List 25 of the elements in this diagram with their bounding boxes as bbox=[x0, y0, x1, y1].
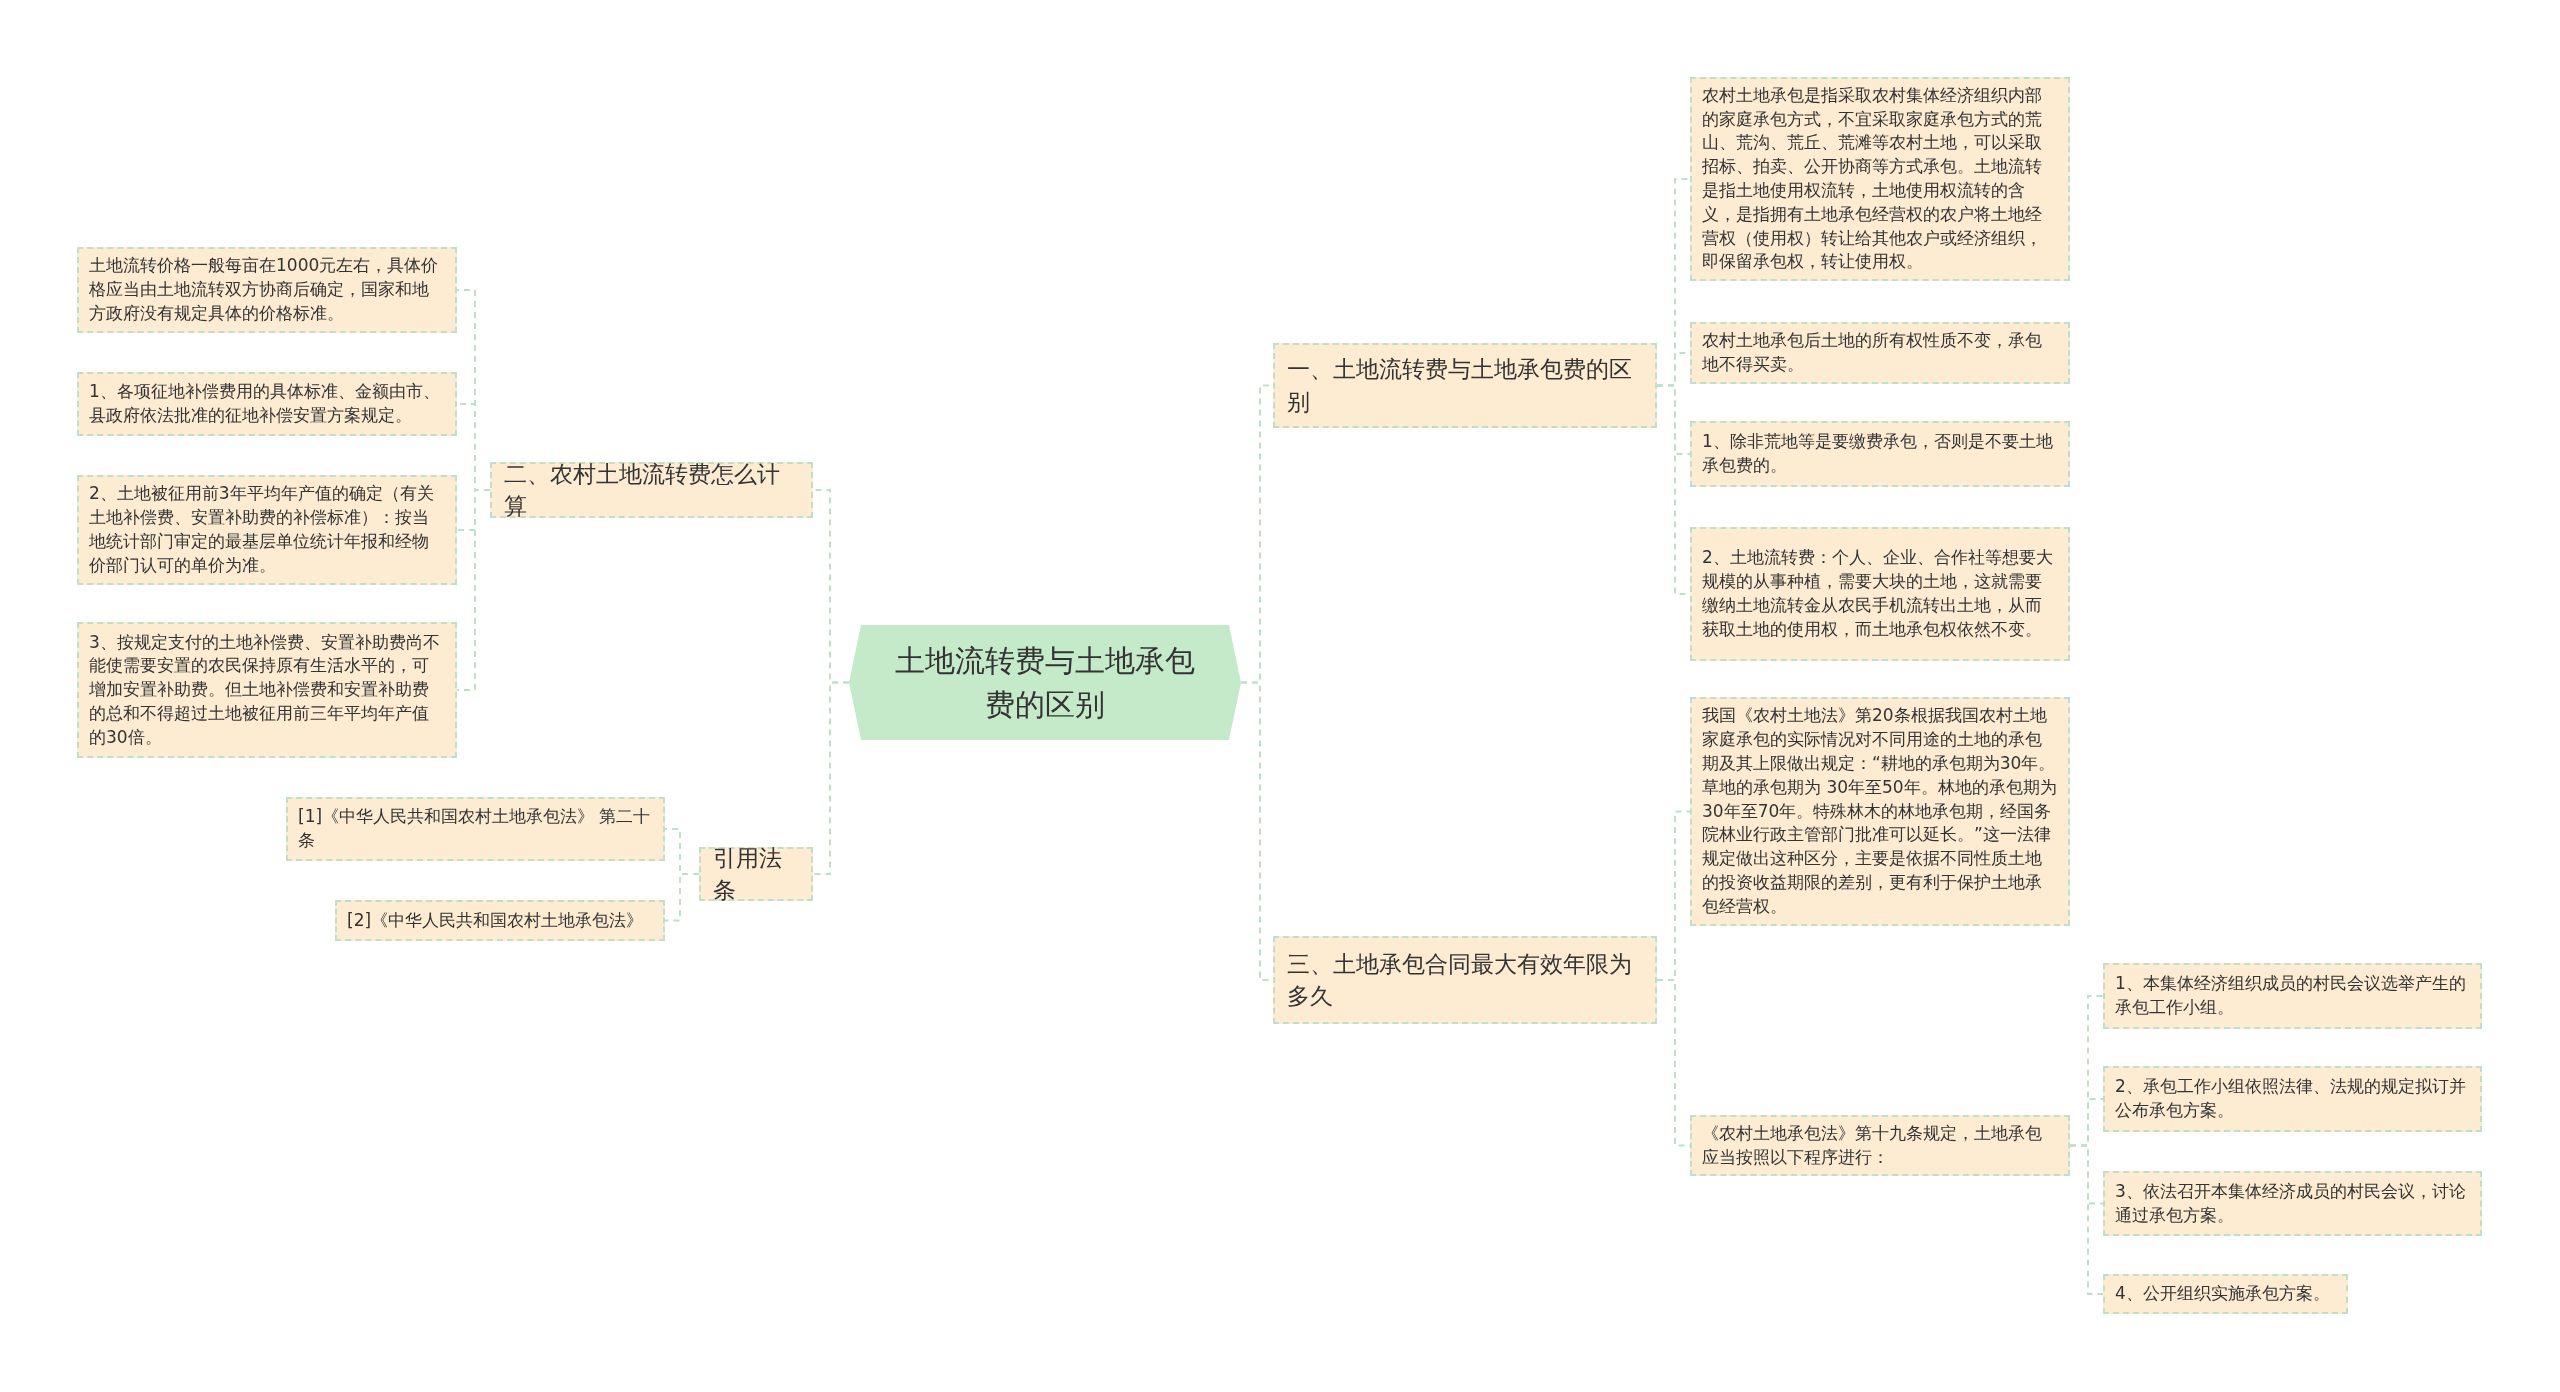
note-box: 农村土地承包是指采取农村集体经济组织内部的家庭承包方式，不宜采取家庭承包方式的荒山、荒沟、荒丘、荒滩等农村土地，可以采取招标、拍卖、公开协商等方式承包。土地流转是指土地使用权流转，土地使用权流转的含义，是指拥有土地承包经营权的农户将土地经营权（使用权）转让给其他农户或经济组织，即保留承包权，转让使用权。 bbox=[1690, 77, 2070, 281]
note-box: 3、依法召开本集体经济成员的村民会议，讨论通过承包方案。 bbox=[2103, 1171, 2482, 1236]
note-box: 2、承包工作小组依照法律、法规的规定拟订并公布承包方案。 bbox=[2103, 1066, 2482, 1132]
note-box: 3、按规定支付的土地补偿费、安置补助费尚不能使需要安置的农民保持原有生活水平的，可增加安置补助费。但土地补偿费和安置补助费的总和不得超过土地被征用前三年平均年产值的30倍。 bbox=[77, 622, 457, 758]
topic-box: 一、土地流转费与土地承包费的区别 bbox=[1273, 343, 1657, 428]
topic-box: 三、土地承包合同最大有效年限为多久 bbox=[1273, 936, 1657, 1024]
connector-line bbox=[812, 681, 850, 875]
connector-line bbox=[664, 873, 700, 922]
note-box: 4、公开组织实施承包方案。 bbox=[2103, 1274, 2348, 1314]
note-box: 土地流转价格一般每亩在1000元左右，具体价格应当由土地流转双方协商后确定，国家和地方政府没有规定具体的价格标准。 bbox=[77, 247, 457, 333]
note-box: 农村土地承包后土地的所有权性质不变，承包地不得买卖。 bbox=[1690, 322, 2070, 384]
note-box: 2、土地被征用前3年平均年产值的确定（有关土地补偿费、安置补助费的补偿标准）：按当地统计部门审定的最基层单位统计年报和经物价部门认可的单价为准。 bbox=[77, 475, 457, 585]
note-box: 1、各项征地补偿费用的具体标准、金额由市、县政府依法批准的征地补偿安置方案规定。 bbox=[77, 372, 457, 436]
note-box: 我国《农村土地法》第20条根据我国农村土地家庭承包的实际情况对不同用途的土地的承包期及其上限做出规定：“耕地的承包期为30年。草地的承包期为 30年至50年。林地的承包期为30年至70年。特殊林木的林地承包期，经国务院林业行政主管部门批准可以延长。”这一法律规定做出这种区分，主要是依据不同性质土地的投资收益期限的差别，更有利于保护土地承包经营权。 bbox=[1690, 697, 2070, 926]
connector-line bbox=[456, 489, 491, 691]
central-topic: 土地流转费与土地承包费的区别 bbox=[849, 625, 1241, 740]
note-box: 1、除非荒地等是要缴费承包，否则是不要土地承包费的。 bbox=[1690, 421, 2070, 487]
note-box: 1、本集体经济组织成员的村民会议选举产生的承包工作小组。 bbox=[2103, 963, 2482, 1029]
note-box: [2]《中华人民共和国农村土地承包法》 bbox=[335, 900, 665, 941]
topic-box: 二、农村土地流转费怎么计算 bbox=[490, 462, 813, 518]
topic-box: 引用法条 bbox=[699, 847, 813, 901]
note-box: [1]《中华人民共和国农村土地承包法》 第二十条 bbox=[286, 797, 665, 861]
note-box: 《农村土地承包法》第十九条规定，土地承包应当按照以下程序进行： bbox=[1690, 1115, 2070, 1176]
note-box: 2、土地流转费：个人、企业、合作社等想要大规模的从事种植，需要大块的土地，这就需要缴纳土地流转金从农民手机流转出土地，从而获取土地的使用权，而土地承包权依然不变。 bbox=[1690, 527, 2070, 661]
connector-line bbox=[2069, 1144, 2104, 1295]
